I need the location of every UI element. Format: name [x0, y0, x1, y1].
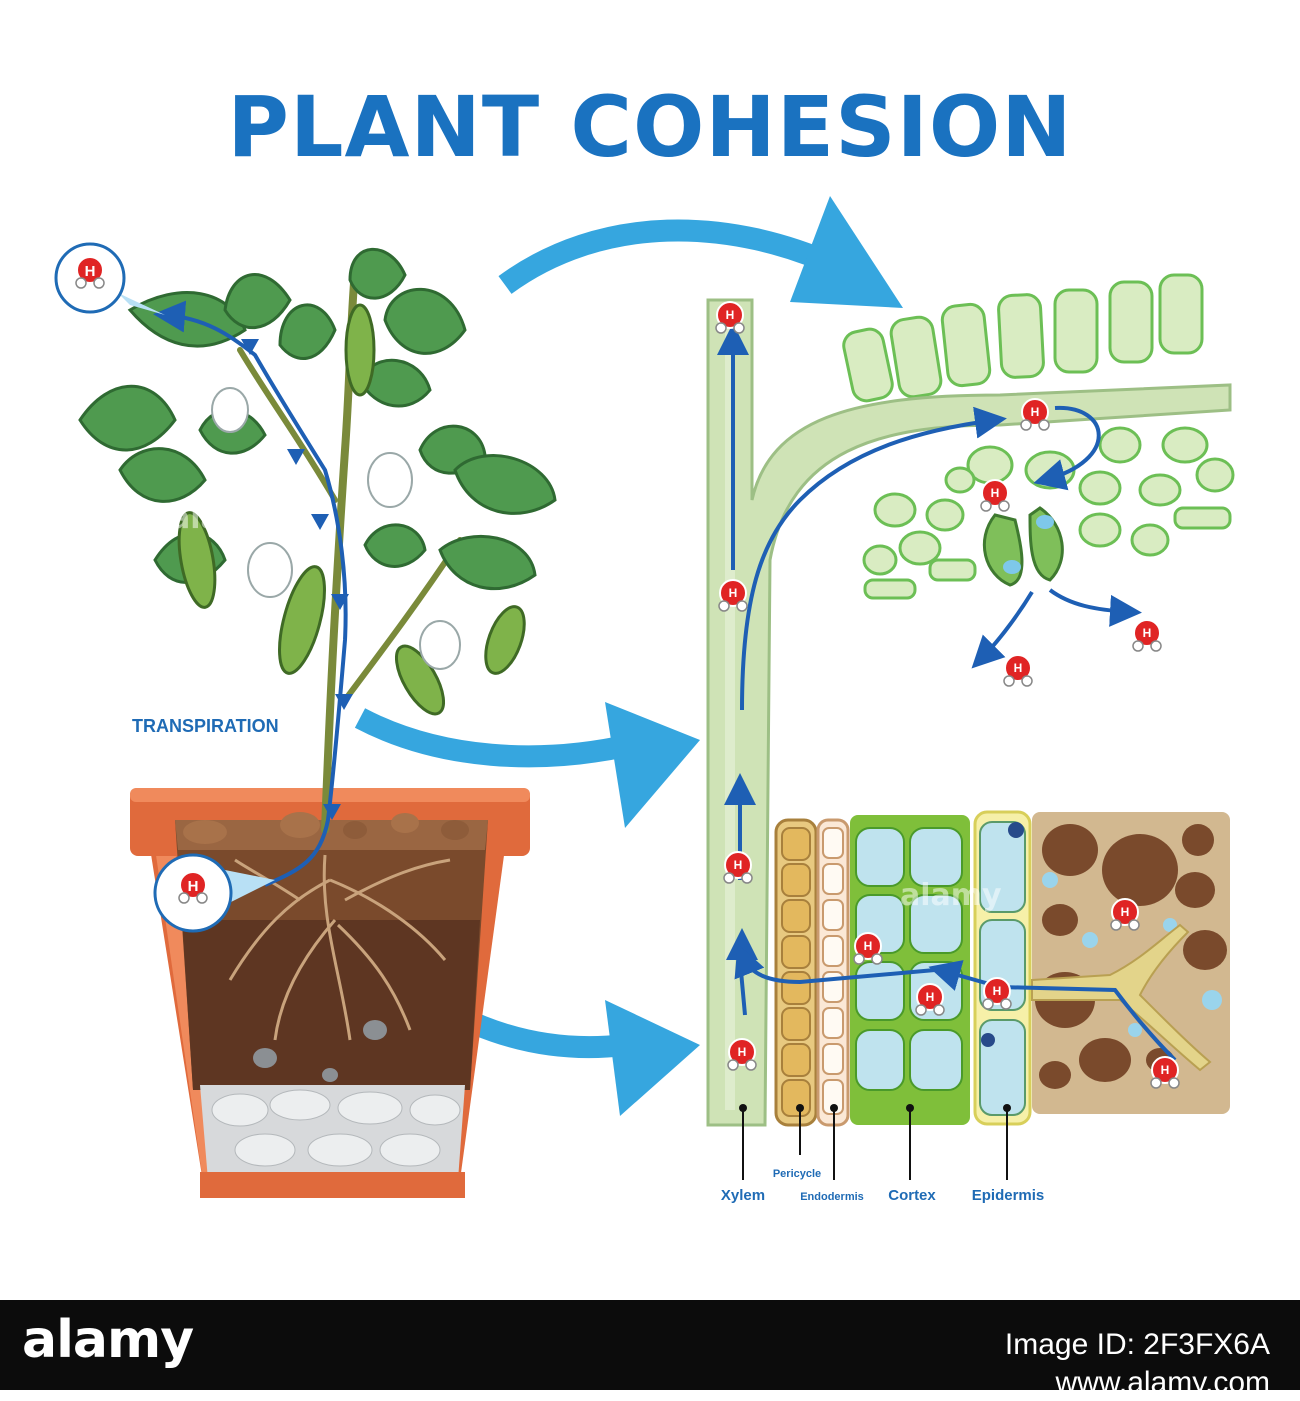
molecule-symbol: H	[188, 878, 199, 895]
endodermis-label: Endodermis	[800, 1191, 864, 1203]
image-id-line: Image ID: 2F3FX6A	[1005, 1326, 1270, 1364]
connector-arrow-top	[505, 196, 903, 308]
plant-pot	[130, 788, 530, 1198]
stock-footer: alamy Image ID: 2F3FX6A www.alamy.com	[0, 1300, 1300, 1390]
pericycle-label: Pericycle	[773, 1168, 821, 1180]
endodermis-layer	[818, 820, 848, 1125]
soil-cross-section	[1032, 812, 1230, 1114]
cortex-label: Cortex	[888, 1187, 936, 1204]
stoma-guard-cells	[984, 508, 1062, 585]
xylem-label: Xylem	[721, 1187, 765, 1204]
watermark: alamy	[900, 878, 1002, 913]
pericycle-layer	[776, 820, 816, 1125]
plant-leaves	[80, 249, 555, 588]
epidermis-label: Epidermis	[972, 1187, 1045, 1204]
palisade-cells	[841, 275, 1202, 403]
image-url-line: www.alamy.com	[1005, 1364, 1270, 1401]
transpiration-label: TRANSPIRATION	[132, 716, 279, 736]
epidermis-layer	[975, 812, 1030, 1124]
stock-logo: alamy	[22, 1310, 193, 1370]
cortex-layer	[850, 815, 970, 1125]
plant-cohesion-diagram: H H TRANSPIRATION	[0, 0, 1300, 1300]
leaf-cross-section	[841, 275, 1233, 598]
watermark: alamy	[170, 501, 272, 536]
molecule-symbol: H	[85, 263, 96, 280]
